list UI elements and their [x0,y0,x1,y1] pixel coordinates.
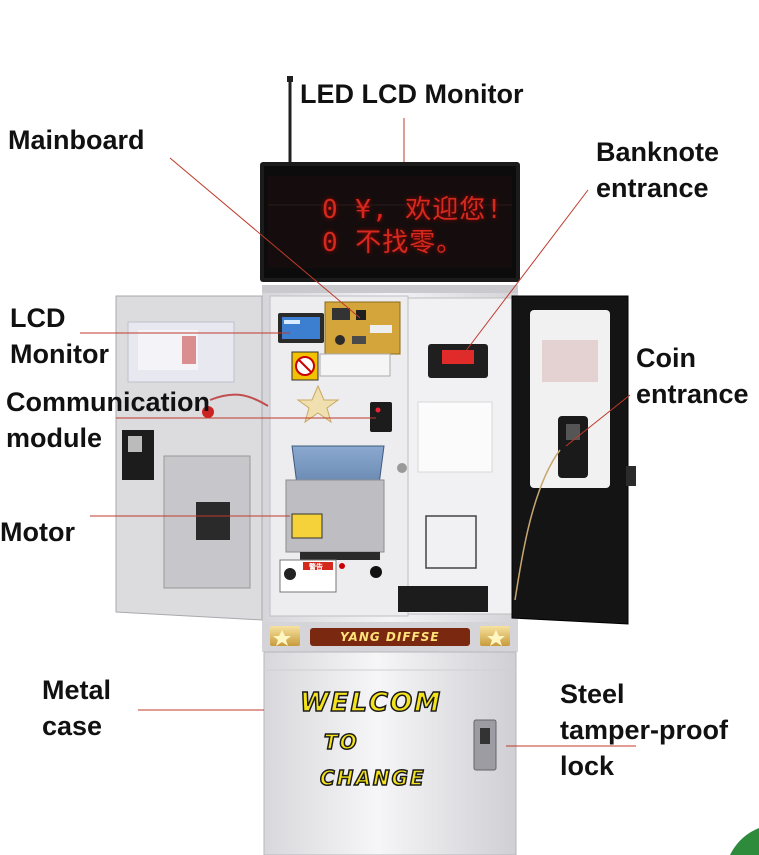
mainboard [324,301,401,355]
callout-banknote-entrance: Banknote entrance [596,137,720,203]
right-door [511,295,636,625]
callout-coin-entrance: Coin entrance [636,343,749,409]
communication-module [370,402,392,432]
callout-mainboard: Mainboard [8,125,145,155]
inner-right-panel [398,297,513,615]
callout-metal-case: Metal case [42,675,112,741]
led-marquee-box [260,162,520,282]
left-door [115,295,269,621]
brand-strip-text: YANG DIFFSE [340,630,440,644]
motor-block [285,479,385,560]
star-sticker [296,384,340,424]
marquee-line-2: 0 不找零。 [322,228,464,258]
callout-lines [80,118,636,747]
warning-stickers [291,351,391,381]
small-lcd-monitor [278,313,324,343]
callout-steel-lock: Steel tamper-proof lock [560,679,728,781]
welcome-line-2: TO [323,729,359,755]
plant-leaf [730,828,759,855]
callout-motor: Motor [0,517,75,547]
bottom-warning-label [279,559,337,593]
antenna [287,76,293,163]
callout-led-lcd-monitor: LED LCD Monitor [300,79,524,109]
welcome-line-1: WELCOM [299,687,443,719]
callout-communication-module: Communication module [6,387,211,453]
steel-lock [473,719,497,771]
brand-strip [262,622,518,652]
welcome-line-3: CHANGE [319,765,426,791]
marquee-line-1: 0 ¥, 欢迎您! [322,195,503,225]
callout-lcd-monitor: LCD Monitor [10,303,109,369]
warning-label-text: 警告 [309,563,323,571]
inner-compartment [269,295,409,617]
